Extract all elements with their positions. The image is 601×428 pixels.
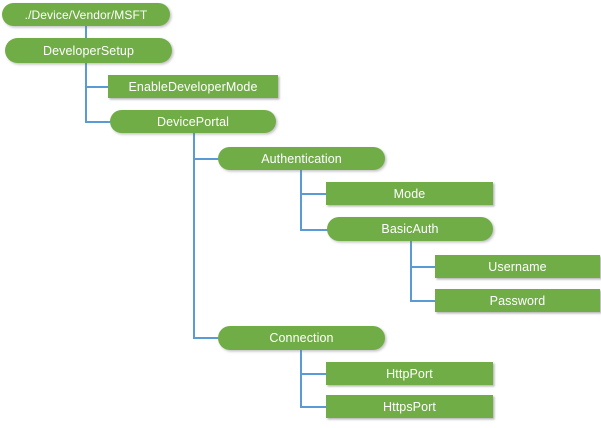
tree-node-basic-auth[interactable]: BasicAuth bbox=[327, 217, 493, 241]
connector-connection-trunk bbox=[300, 350, 302, 407]
connector-branch-authentication bbox=[193, 158, 219, 160]
tree-node-password[interactable]: Password bbox=[435, 289, 600, 312]
connector-branch-password bbox=[410, 300, 436, 302]
tree-node-developer-setup[interactable]: DeveloperSetup bbox=[5, 38, 172, 63]
connector-branch-mode bbox=[300, 193, 327, 195]
connector-branch-connection bbox=[193, 337, 219, 339]
connector-root-to-developer-setup bbox=[85, 26, 87, 40]
tree-node-mode[interactable]: Mode bbox=[326, 182, 493, 205]
tree-node-enable-developer-mode[interactable]: EnableDeveloperMode bbox=[108, 75, 278, 98]
connector-authentication-trunk bbox=[300, 170, 302, 229]
connector-branch-https-port bbox=[300, 406, 327, 408]
tree-node-device-portal[interactable]: DevicePortal bbox=[110, 110, 276, 133]
tree-node-https-port[interactable]: HttpsPort bbox=[326, 395, 493, 418]
connector-branch-username bbox=[410, 266, 436, 268]
connector-branch-basic-auth bbox=[300, 229, 328, 231]
connector-developer-setup-trunk bbox=[85, 63, 87, 122]
connector-branch-enable-dev-mode bbox=[85, 86, 108, 88]
tree-node-authentication[interactable]: Authentication bbox=[218, 147, 385, 170]
tree-node-connection[interactable]: Connection bbox=[218, 326, 385, 350]
tree-node-http-port[interactable]: HttpPort bbox=[326, 362, 493, 385]
connector-branch-http-port bbox=[300, 373, 327, 375]
connector-basic-auth-trunk bbox=[410, 241, 412, 301]
connector-branch-device-portal bbox=[85, 121, 110, 123]
tree-node-username[interactable]: Username bbox=[435, 255, 600, 278]
connector-device-portal-trunk bbox=[193, 133, 195, 338]
tree-node-root[interactable]: ./Device/Vendor/MSFT bbox=[2, 3, 170, 26]
